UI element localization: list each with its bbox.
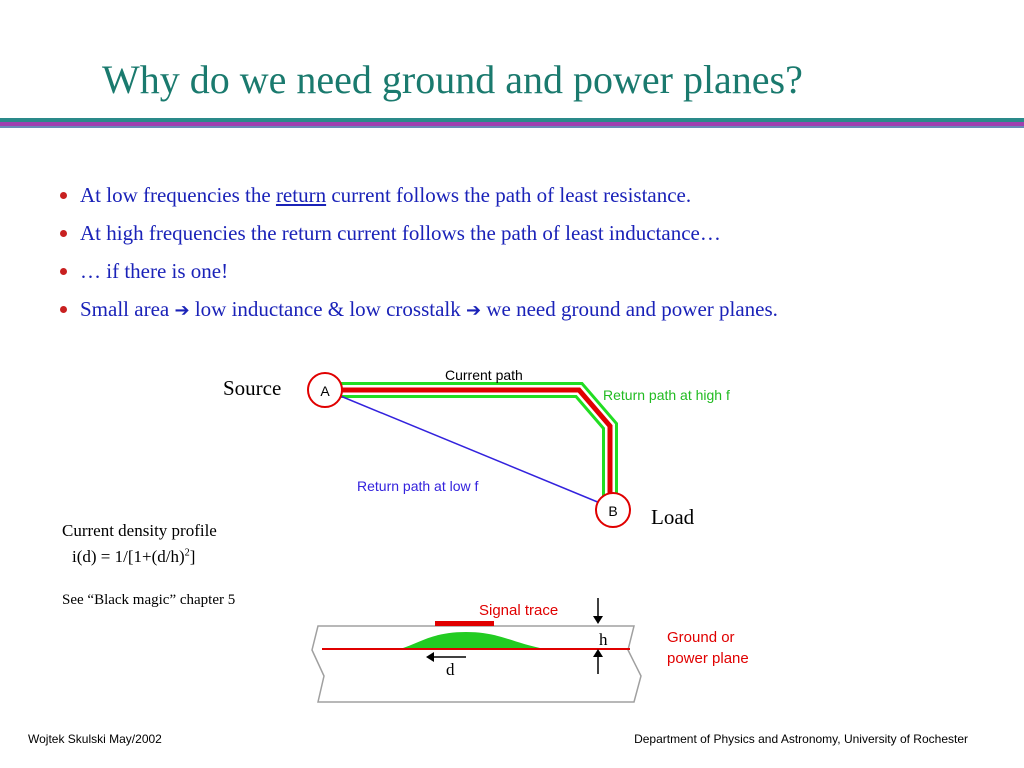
- bullet-item: At high frequencies the return current f…: [60, 218, 778, 256]
- board-outline: [311, 625, 642, 703]
- title-rule-teal: [0, 118, 1024, 122]
- node-b-label: B: [608, 503, 617, 519]
- footer-author: Wojtek Skulski May/2002: [28, 732, 162, 746]
- bullet-text: we need ground and power planes.: [481, 297, 778, 321]
- slide-title: Why do we need ground and power planes?: [102, 57, 803, 102]
- right-arrow-icon: ➔: [174, 300, 190, 321]
- bullet-dot: [60, 306, 67, 313]
- bullet-text: current follows the path of least resist…: [326, 183, 692, 207]
- bullet-item: … if there is one!: [60, 256, 778, 294]
- bullet-dot: [60, 268, 67, 275]
- bullet-text: Small area: [80, 297, 175, 321]
- underlined-word: return: [275, 183, 327, 207]
- bullet-item: Small area ➔ low inductance & low crosst…: [60, 294, 778, 332]
- bullet-text: At high frequencies the return current f…: [80, 221, 721, 245]
- bullet-item: At low frequencies the return current fo…: [60, 180, 778, 218]
- h-arrow-top-head: [593, 616, 603, 624]
- bullet-dot: [60, 192, 67, 199]
- current-density-profile: [400, 632, 545, 649]
- return-path-low-f: [337, 394, 601, 504]
- node-a-circle: [307, 372, 343, 408]
- current-path-line: [325, 387, 613, 500]
- formula-exponent: 2: [184, 547, 190, 559]
- signal-trace-label: Signal trace: [479, 602, 558, 619]
- density-formula: i(d) = 1/[1+(d/h)2]: [72, 547, 195, 567]
- footer-department: Department of Physics and Astronomy, Uni…: [634, 732, 968, 746]
- bullet-text: At low frequencies the: [80, 183, 276, 207]
- h-arrow-bottom-head: [593, 649, 603, 657]
- h-label: h: [599, 630, 608, 649]
- source-label: Source: [223, 376, 282, 400]
- return-high-label: Return path at high f: [603, 387, 730, 403]
- node-a-label: A: [320, 383, 330, 399]
- title-rule-blue: [0, 126, 1024, 128]
- title-rule-purple: [0, 122, 1024, 126]
- load-label: Load: [651, 505, 695, 529]
- reference-note: See “Black magic” chapter 5: [62, 592, 236, 608]
- bullet-dot: [60, 230, 67, 237]
- bullet-text: … if there is one!: [80, 259, 229, 283]
- signal-trace-bar: [435, 621, 494, 626]
- node-b-circle: [595, 492, 631, 528]
- d-arrow-head: [426, 652, 434, 662]
- current-path-label: Current path: [445, 367, 523, 383]
- bullet-text: low inductance & low crosstalk: [189, 297, 466, 321]
- ground-label-line1: Ground or: [667, 629, 735, 646]
- d-label: d: [446, 660, 455, 679]
- return-low-label: Return path at low f: [357, 478, 479, 494]
- right-arrow-icon: ➔: [466, 300, 482, 321]
- ground-label-line2: power plane: [667, 650, 749, 667]
- formula-text: i(d) = 1/[1+(d/h): [72, 547, 185, 566]
- bullet-list: At low frequencies the return current fo…: [60, 180, 778, 332]
- density-profile-label: Current density profile: [62, 521, 217, 540]
- formula-text: ]: [189, 547, 196, 566]
